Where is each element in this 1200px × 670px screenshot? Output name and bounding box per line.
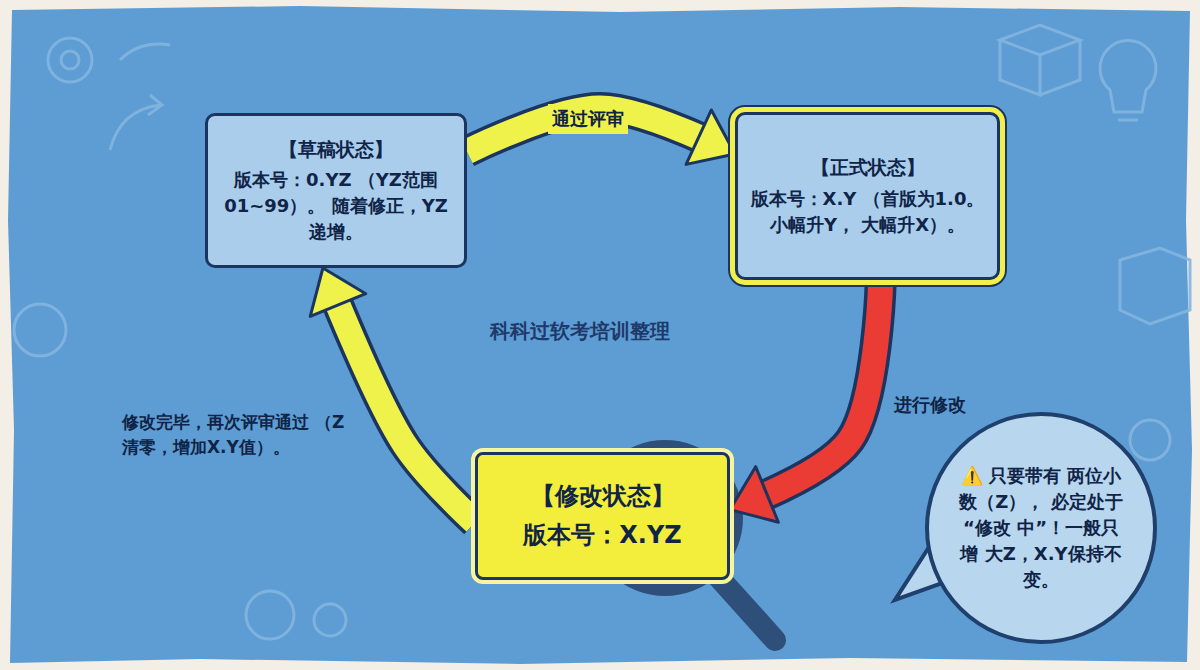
edge-label: 进行修改 [890, 390, 970, 420]
bulb-doodle [1100, 41, 1156, 120]
arrow-body [323, 268, 475, 522]
paper-ground [8, 6, 1192, 664]
callout-bubble: ⚠️ 只要带有 两位小数（Z）， 必定处于“修改 中”！一般只增 大Z，X.Y保… [925, 412, 1157, 644]
watermark-label: 科科过软考培训整理 [490, 318, 670, 345]
arrow-head [686, 110, 735, 164]
gear-doodle [61, 51, 79, 69]
state-body: 版本号：X.Y （首版为1.0。小幅升Y， 大幅升X）。 [750, 186, 985, 238]
arrow-head [730, 467, 778, 523]
box-doodle [1120, 248, 1190, 324]
box-doodle [1000, 25, 1080, 95]
release-state-box: 【正式状态】版本号：X.Y （首版为1.0。小幅升Y， 大幅升X）。 [735, 112, 1000, 280]
gear-doodle [1130, 420, 1170, 460]
gear-doodle [314, 604, 346, 636]
magnifier-handle [712, 570, 775, 640]
state-heading: 【修改状态】 [531, 479, 675, 514]
state-body: 版本号：0.YZ （YZ范围 01~99）。 随着修正，YZ递增。 [220, 167, 452, 245]
modify-state-box: 【修改状态】版本号：X.YZ [475, 452, 730, 580]
doodles [14, 25, 1190, 639]
gear-doodle [48, 38, 92, 82]
arrow-outline [323, 268, 475, 522]
edge-label: 修改完毕，再次评审通过 （Z清零，增加X.Y值）。 [118, 408, 361, 461]
gear-doodle [246, 591, 294, 639]
edge-label: 通过评审 [548, 104, 628, 134]
state-heading: 【草稿状态】 [279, 136, 393, 164]
gear-doodle [14, 304, 66, 356]
arrow-doodle [110, 95, 162, 150]
block-arrow [730, 280, 881, 522]
block-arrow [310, 268, 475, 522]
arrow-doodle [120, 44, 170, 60]
draft-state-box: 【草稿状态】版本号：0.YZ （YZ范围 01~99）。 随着修正，YZ递增。 [205, 113, 467, 268]
arrow-head [310, 268, 366, 316]
state-heading: 【正式状态】 [811, 154, 925, 182]
state-body: 版本号：X.YZ [523, 518, 681, 553]
state-body: ⚠️ 只要带有 两位小数（Z）， 必定处于“修改 中”！一般只增 大Z，X.Y保… [959, 463, 1123, 593]
